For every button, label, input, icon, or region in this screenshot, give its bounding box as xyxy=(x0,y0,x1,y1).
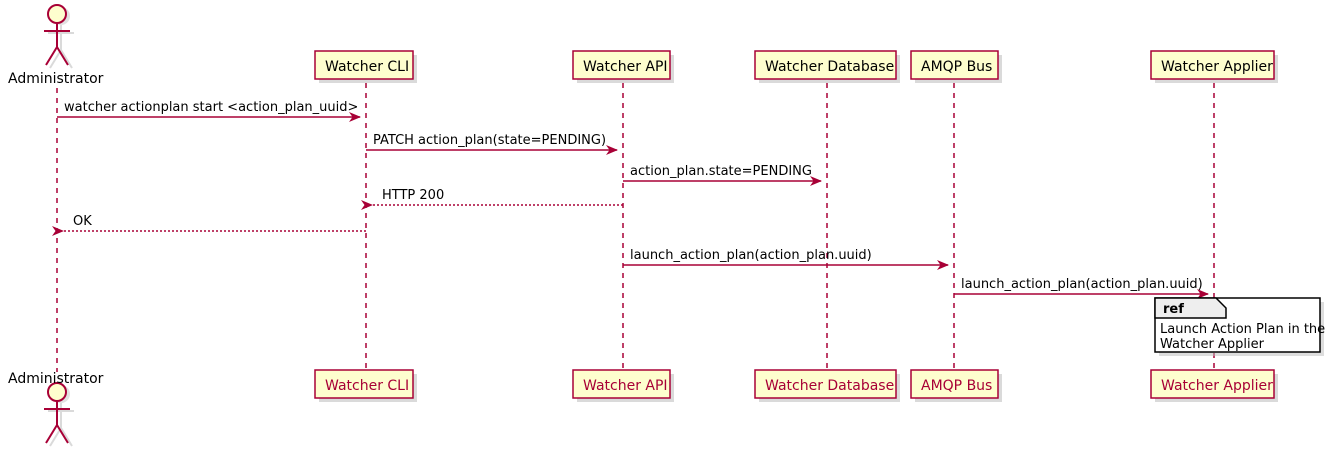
message-6-label: launch_action_plan(action_plan.uuid) xyxy=(630,248,872,263)
ref-fragment-body-line-1: Launch Action Plan in the xyxy=(1160,322,1325,337)
participant-box-watcher-applier-bottom[interactable] xyxy=(1150,369,1275,399)
participant-amqp-bus-bottom[interactable]: AMQP Bus xyxy=(910,369,1002,402)
participant-watcher-database-top[interactable]: Watcher Database xyxy=(754,50,900,83)
participant-box-watcher-api-top[interactable] xyxy=(572,50,671,80)
participant-box-watcher-api-bottom[interactable] xyxy=(572,369,671,399)
ref-fragment[interactable]: ref Launch Action Plan in the Watcher Ap… xyxy=(1154,297,1325,356)
participant-watcher-applier-top[interactable]: Watcher Applier xyxy=(1150,50,1278,83)
ref-fragment-body-line-2: Watcher Applier xyxy=(1160,337,1265,352)
participant-watcher-api-bottom[interactable]: Watcher API xyxy=(572,369,674,402)
participant-watcher-applier-bottom[interactable]: Watcher Applier xyxy=(1150,369,1278,402)
participant-label-watcher-applier-top: Watcher Applier xyxy=(1161,59,1273,75)
message-1-label: watcher actionplan start <action_plan_uu… xyxy=(64,100,358,115)
participant-label-watcher-database-bottom: Watcher Database xyxy=(765,378,894,394)
participant-box-watcher-database-bottom[interactable] xyxy=(754,369,897,399)
participant-box-amqp-bus-top[interactable] xyxy=(910,50,999,80)
participant-box-watcher-applier-top[interactable] xyxy=(1150,50,1275,80)
message-2-label: PATCH action_plan(state=PENDING) xyxy=(373,133,606,148)
actor-label-administrator-top: Administrator xyxy=(8,71,104,87)
participant-label-amqp-bus-bottom: AMQP Bus xyxy=(921,378,992,394)
message-5-label: OK xyxy=(73,214,92,229)
message-7-launch-action-plan-applier[interactable]: launch_action_plan(action_plan.uuid) xyxy=(954,277,1209,299)
participant-box-watcher-database-top[interactable] xyxy=(754,50,897,80)
participant-label-watcher-cli-top: Watcher CLI xyxy=(325,59,409,75)
participant-label-watcher-api-top: Watcher API xyxy=(583,59,668,75)
actor-icon-top xyxy=(44,4,70,66)
message-4-http-200[interactable]: HTTP 200 xyxy=(361,188,623,210)
message-1-watcher-actionplan-start[interactable]: watcher actionplan start <action_plan_uu… xyxy=(57,100,361,122)
participant-box-watcher-cli-bottom[interactable] xyxy=(314,369,414,399)
participant-watcher-cli-bottom[interactable]: Watcher CLI xyxy=(314,369,417,402)
participant-label-watcher-cli-bottom: Watcher CLI xyxy=(325,378,409,394)
lifelines-group xyxy=(56,83,1215,372)
message-6-launch-action-plan-amqp[interactable]: launch_action_plan(action_plan.uuid) xyxy=(623,248,949,270)
participant-watcher-database-bottom[interactable]: Watcher Database xyxy=(754,369,900,402)
message-5-ok[interactable]: OK xyxy=(52,214,366,236)
participant-label-watcher-applier-bottom: Watcher Applier xyxy=(1161,378,1273,394)
actor-administrator-bottom[interactable]: Administrator xyxy=(8,371,104,447)
message-3-label: action_plan.state=PENDING xyxy=(630,164,812,179)
participant-label-watcher-database-top: Watcher Database xyxy=(765,59,894,75)
participant-box-watcher-cli-top[interactable] xyxy=(314,50,414,80)
participant-label-amqp-bus-top: AMQP Bus xyxy=(921,59,992,75)
participant-amqp-bus-top[interactable]: AMQP Bus xyxy=(910,50,1002,83)
participant-watcher-cli-top[interactable]: Watcher CLI xyxy=(314,50,417,83)
actor-icon-bottom xyxy=(44,382,70,444)
participant-watcher-api-top[interactable]: Watcher API xyxy=(572,50,674,83)
participant-box-amqp-bus-bottom[interactable] xyxy=(910,369,999,399)
participant-label-watcher-api-bottom: Watcher API xyxy=(583,378,668,394)
actor-label-administrator-bottom: Administrator xyxy=(8,371,104,387)
message-7-label: launch_action_plan(action_plan.uuid) xyxy=(961,277,1203,292)
message-4-label: HTTP 200 xyxy=(382,188,444,203)
ref-fragment-tab xyxy=(1154,297,1227,319)
actor-administrator-top[interactable]: Administrator xyxy=(8,4,104,87)
ref-fragment-tab-label: ref xyxy=(1163,302,1184,317)
message-3-action-plan-state-pending[interactable]: action_plan.state=PENDING xyxy=(623,164,822,186)
message-2-patch-action-plan[interactable]: PATCH action_plan(state=PENDING) xyxy=(366,133,618,155)
